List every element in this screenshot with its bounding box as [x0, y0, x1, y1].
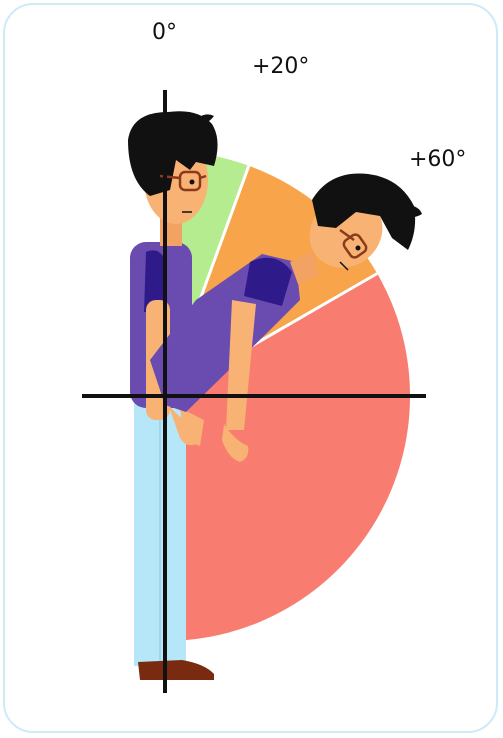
angle-label-60: +60° — [409, 149, 466, 171]
upright-shoes — [138, 660, 214, 680]
angle-label-0: 0° — [152, 22, 177, 44]
angle-label-20: +20° — [252, 56, 309, 78]
